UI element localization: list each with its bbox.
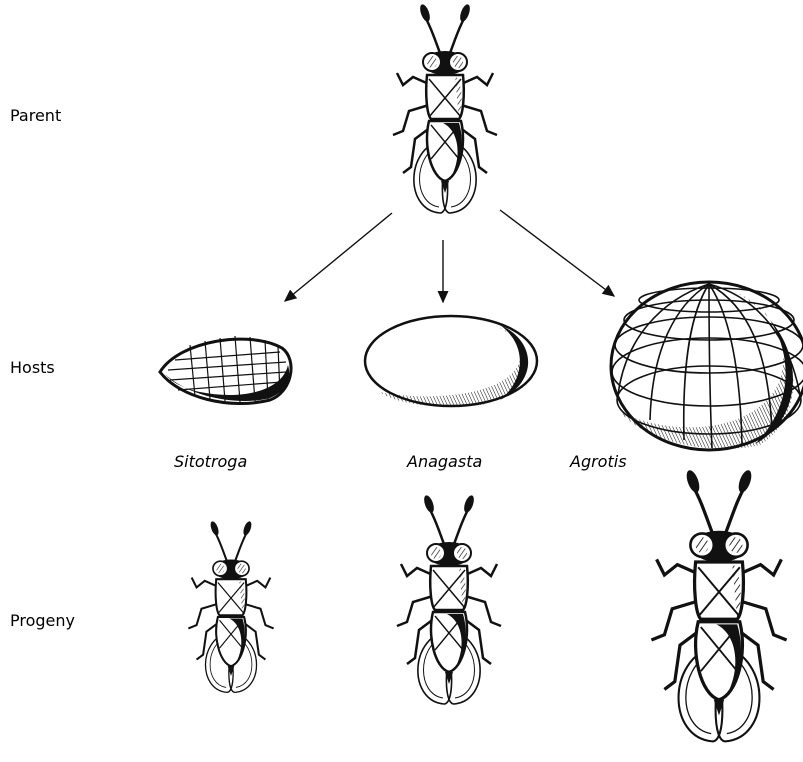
agrotis-egg-illustration <box>611 282 803 450</box>
progeny-wasp-sitotroga-illustration <box>188 520 273 692</box>
arrow-to-sitotroga <box>285 213 392 301</box>
host-name-agrotis: Agrotis <box>569 452 627 471</box>
arrow-to-agrotis <box>500 210 614 296</box>
label-hosts: Hosts <box>10 358 55 377</box>
host-name-sitotroga: Sitotroga <box>174 452 247 471</box>
parent-wasp-illustration <box>393 3 497 213</box>
label-progeny: Progeny <box>10 611 75 630</box>
label-parent: Parent <box>10 106 61 125</box>
progeny-wasp-anagasta-illustration <box>397 494 501 704</box>
host-name-anagasta: Anagasta <box>406 452 482 471</box>
progeny-wasp-agrotis-illustration <box>651 469 786 742</box>
anagasta-egg-illustration <box>365 316 537 406</box>
sitotroga-egg-illustration <box>160 336 291 404</box>
